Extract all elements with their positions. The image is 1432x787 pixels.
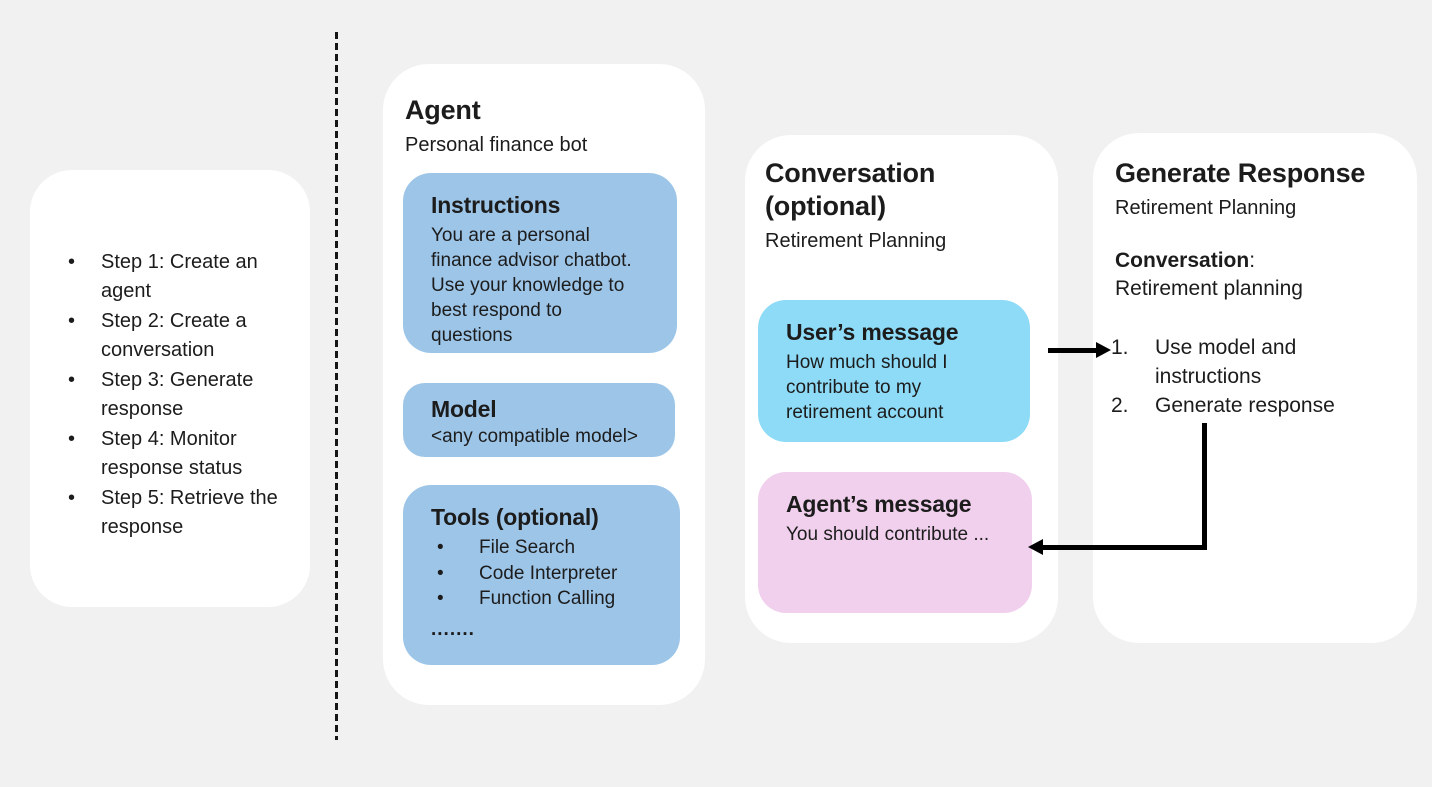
conversation-reference-label: Conversation: xyxy=(1115,249,1256,272)
list-item: • Code Interpreter xyxy=(431,561,660,587)
conversation-card: Conversation (optional) Retirement Plann… xyxy=(745,135,1058,643)
agent-card-title: Agent xyxy=(405,95,481,125)
tools-box: Tools (optional) • File Search • Code In… xyxy=(403,485,680,665)
list-item: • Function Calling xyxy=(431,586,660,612)
arrow-left-icon xyxy=(1028,539,1043,555)
generate-card-subtitle: Retirement Planning xyxy=(1115,197,1297,219)
agent-message-body: You should contribute ... xyxy=(786,524,990,545)
generate-response-card: Generate Response Retirement Planning Co… xyxy=(1093,133,1417,643)
instructions-title: Instructions xyxy=(431,192,561,218)
user-message-title: User’s message xyxy=(786,319,959,345)
tool-label: File Search xyxy=(479,537,576,558)
agent-card: Agent Personal finance bot Instructions … xyxy=(383,64,705,705)
tools-ellipsis: ....... xyxy=(431,618,475,640)
bullet-icon: • xyxy=(68,369,76,391)
list-item: • Step 1: Create an agent xyxy=(68,248,298,306)
conversation-card-subtitle: Retirement Planning xyxy=(765,230,947,252)
bullet-icon: • xyxy=(437,562,444,584)
model-box: Model <any compatible model> xyxy=(403,383,675,457)
list-item: 2. Generate response xyxy=(1111,391,1401,420)
arrow-line xyxy=(1042,545,1207,550)
tool-label: Function Calling xyxy=(479,588,616,609)
steps-panel: • Step 1: Create an agent • Step 2: Crea… xyxy=(30,170,310,607)
user-message-box: User’s message How much should I contrib… xyxy=(758,300,1030,442)
tools-title: Tools (optional) xyxy=(431,504,599,530)
agent-message-box: Agent’s message You should contribute ..… xyxy=(758,472,1032,613)
step-label: Step 4: Monitor response status xyxy=(101,428,243,479)
instructions-body: You are a personal finance advisor chatb… xyxy=(431,225,632,346)
model-body: <any compatible model> xyxy=(431,426,639,447)
list-item: 1. Use model and instructions xyxy=(1111,333,1401,391)
bullet-icon: • xyxy=(437,537,444,558)
step-label: Step 1: Create an agent xyxy=(101,251,258,302)
list-number: 2. xyxy=(1111,394,1129,417)
arrow-line xyxy=(1202,423,1207,548)
generate-step-label: Generate response xyxy=(1155,394,1335,417)
list-item: • Step 3: Generate response xyxy=(68,366,298,424)
tool-label: Code Interpreter xyxy=(479,562,618,584)
user-message-body: How much should I contribute to my retir… xyxy=(786,352,948,423)
generate-card-header: Generate Response Retirement Planning xyxy=(1115,157,1395,221)
list-item: • Step 5: Retrieve the response xyxy=(68,484,298,542)
conversation-card-header: Conversation (optional) Retirement Plann… xyxy=(765,157,1045,254)
step-label: Step 3: Generate response xyxy=(101,369,254,420)
model-title: Model xyxy=(431,396,497,422)
agent-message-title: Agent’s message xyxy=(786,491,972,517)
agent-card-header: Agent Personal finance bot xyxy=(405,94,685,158)
agent-card-subtitle: Personal finance bot xyxy=(405,134,588,156)
bullet-icon: • xyxy=(68,487,76,509)
step-label: Step 2: Create a conversation xyxy=(101,310,247,361)
conversation-reference-value: Retirement planning xyxy=(1115,277,1303,300)
dashed-divider xyxy=(335,32,338,740)
bullet-icon: • xyxy=(437,588,444,609)
bullet-icon: • xyxy=(68,428,76,450)
conversation-card-title: Conversation (optional) xyxy=(765,158,936,221)
list-number: 1. xyxy=(1111,336,1129,359)
instructions-box: Instructions You are a personal finance … xyxy=(403,173,677,353)
list-item: • Step 2: Create a conversation xyxy=(68,307,298,365)
bullet-icon: • xyxy=(68,310,76,332)
tools-list: • File Search • Code Interpreter • Funct… xyxy=(431,535,660,612)
step-label: Step 5: Retrieve the response xyxy=(101,487,278,538)
conversation-reference: Conversation: Retirement planning xyxy=(1115,247,1395,303)
bullet-icon: • xyxy=(68,251,76,273)
arrow-line xyxy=(1048,348,1098,353)
arrow-right-icon xyxy=(1096,342,1111,358)
list-item: • File Search xyxy=(431,535,660,561)
list-item: • Step 4: Monitor response status xyxy=(68,425,298,483)
generate-card-title: Generate Response xyxy=(1115,158,1366,188)
generate-step-label: Use model and instructions xyxy=(1155,336,1297,388)
generate-steps-list: 1. Use model and instructions 2. Generat… xyxy=(1111,333,1401,420)
steps-list: • Step 1: Create an agent • Step 2: Crea… xyxy=(68,248,298,543)
